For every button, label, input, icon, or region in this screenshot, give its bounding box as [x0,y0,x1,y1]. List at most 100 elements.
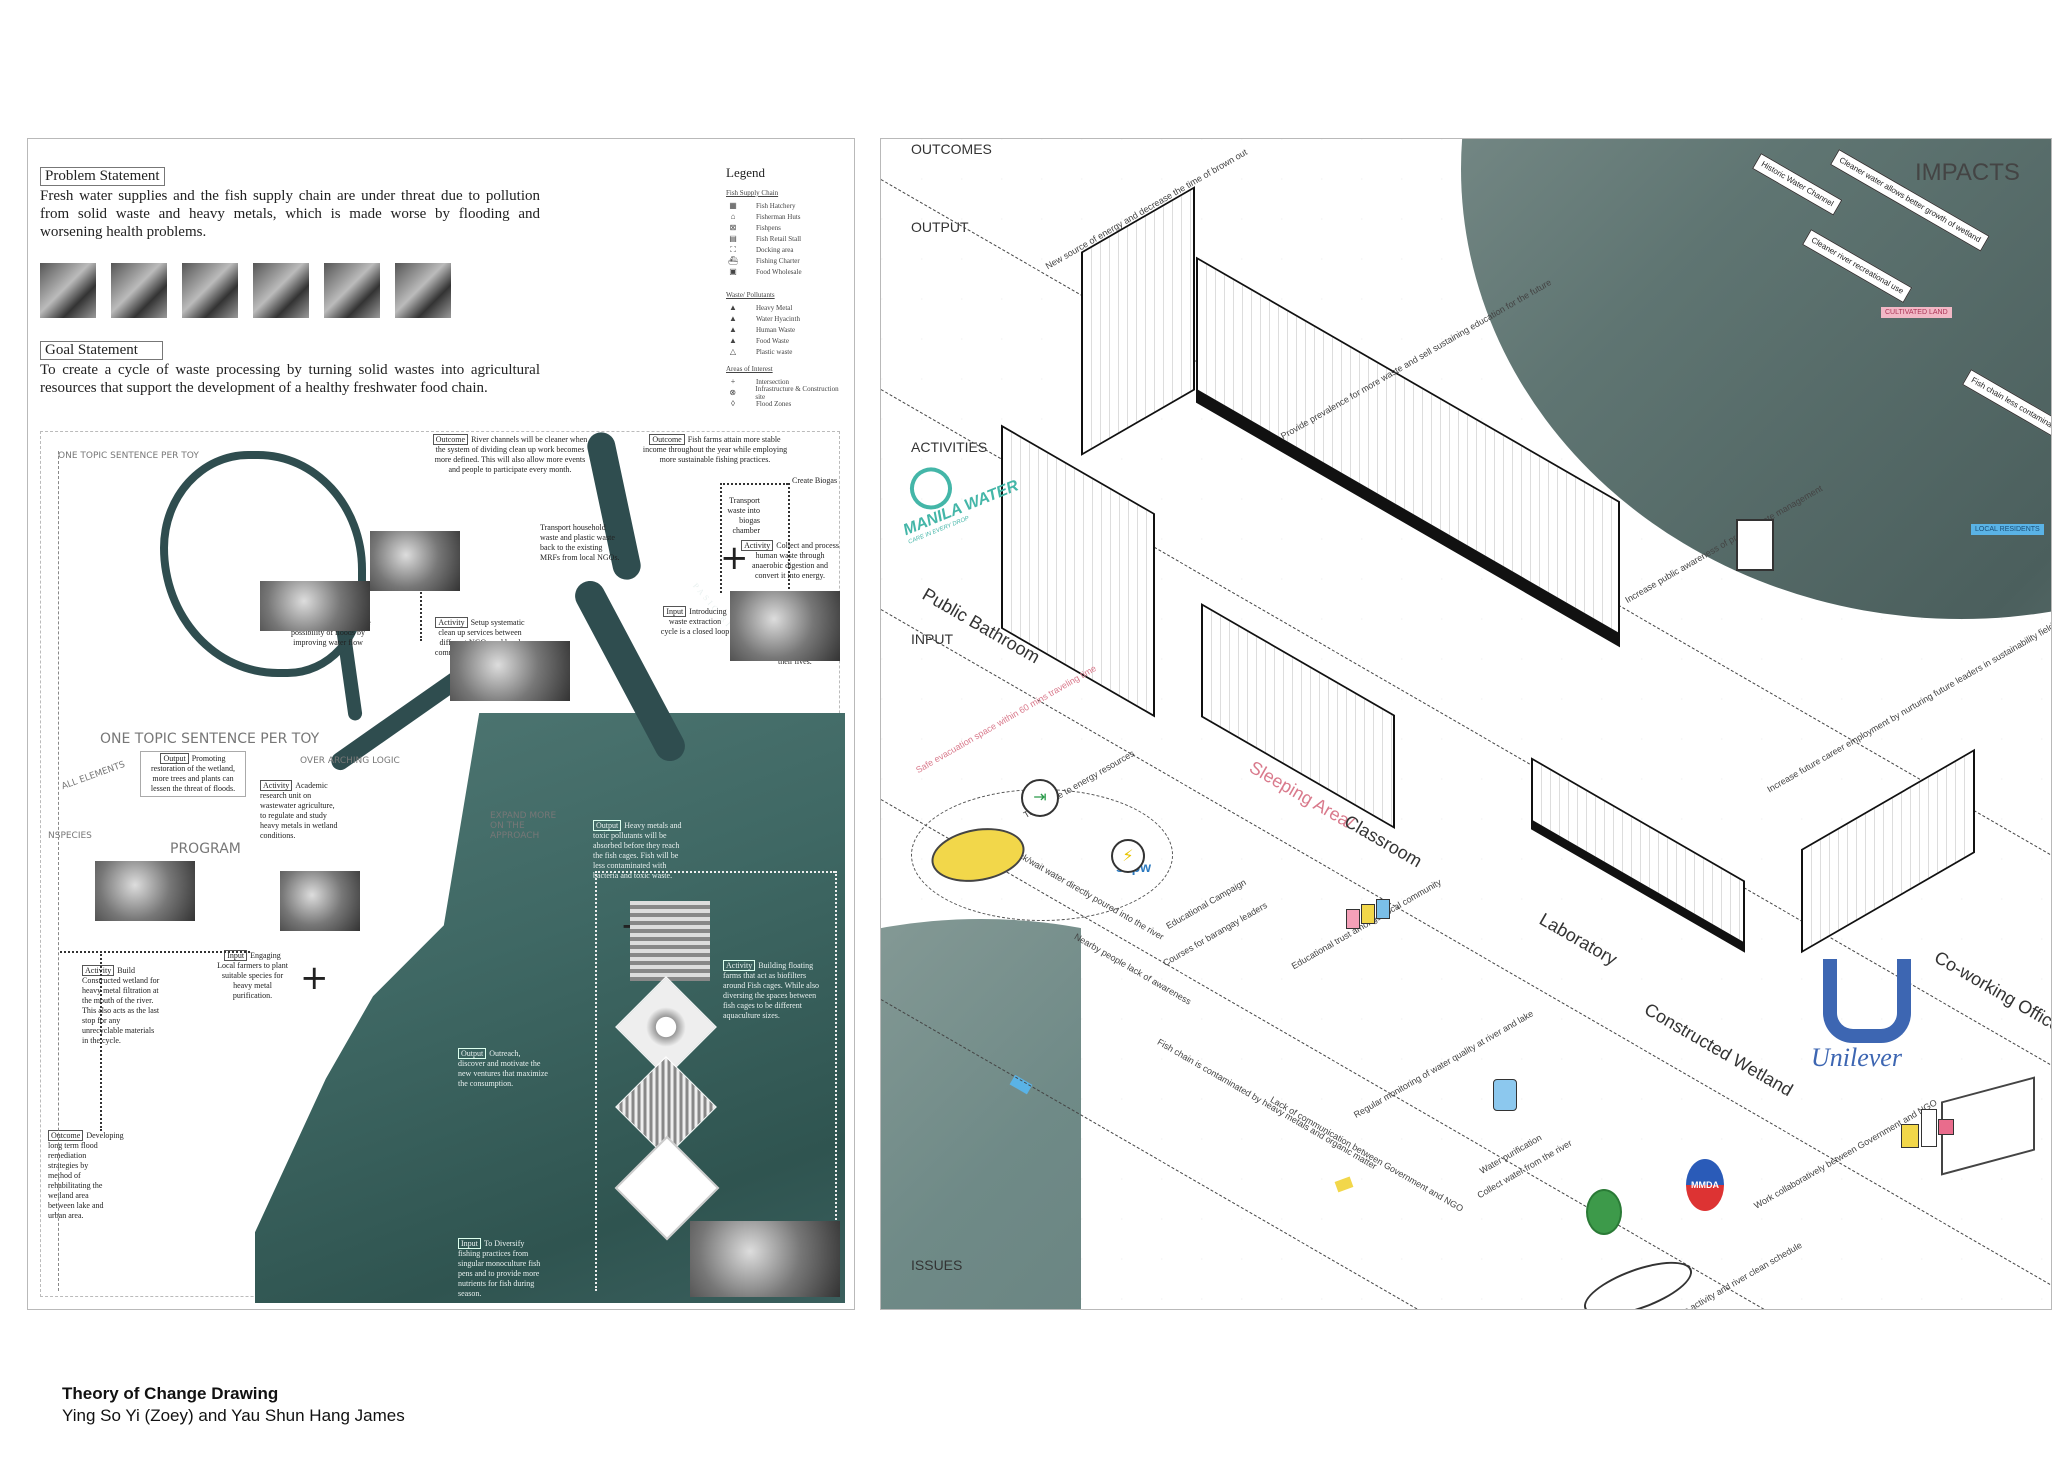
legend-section-waste: Waste/ Pollutants [726,291,775,299]
note-create-biogas: Create Biogas [792,476,838,485]
tier-activities: ACTIVITIES [911,439,988,455]
chart-bar-yellow-icon [1901,1124,1919,1148]
docking-area-icon: ⛶ [730,244,736,254]
legend-item: ◊Flood Zones [726,398,846,409]
tier-outcomes: OUTCOMES [911,141,992,157]
food-wholesale-icon: ▣ [729,267,737,276]
drawing-title: Theory of Change Drawing [62,1384,279,1403]
problem-statement-label: Problem Statement [40,167,165,186]
intersection-icon: + [730,377,736,386]
unilever-logo: Unilever [1811,959,1911,1073]
goal-statement-label: Goal Statement [40,341,163,360]
legend-item: △Plastic waste [726,346,846,357]
legend-item: ⛴Fishing Charter [727,256,800,265]
problem-statement-text: Fresh water supplies and the fish supply… [40,188,540,240]
problem-photos [40,263,451,318]
chart-bar-white-icon [1921,1109,1937,1147]
sketch-note-topic: ONE TOPIC SENTENCE PER TOY [100,731,320,747]
left-panel-site-map: Problem Statement Fresh water supplies a… [27,138,855,1310]
legend-section-fish: Fish Supply Chain [726,189,779,197]
photo-local-farmers [730,591,840,661]
legend: Legend Fish Supply Chain ▦Fish Hatchery … [726,165,846,409]
water-jug-icon [1493,1079,1517,1111]
photo-children-eating [324,263,380,318]
issues-satellite-map [881,919,1081,1309]
flood-zones-icon: ◊ [731,399,735,408]
fish-retail-stall-icon: ▤ [729,234,737,243]
legend-item: ▲Human Waste [726,324,846,335]
plastic-waste-icon: △ [729,347,737,356]
mmda-logo: MMDA [1686,1159,1724,1211]
fisherman-huts-icon: ⌂ [730,212,736,221]
sketch-note: NSPECIES [48,831,92,841]
legend-item: ▤Fish Retail Stall [726,233,846,244]
legend-section-areas: Areas of Interest [726,365,773,373]
photo-collectors [111,263,167,318]
tier-output: OUTPUT [911,219,969,235]
tier-issues: ISSUES [911,1257,963,1273]
human-waste-icon: ▲ [729,325,737,334]
impacts-title: IMPACTS [1915,159,2020,186]
recycle-bin-icon [1736,519,1774,571]
exit-sign-icon: ⇥ [1021,779,1059,817]
intersection-icon: + [300,958,329,998]
photo-waste [40,263,96,318]
legend-title: Legend [726,165,765,180]
water-hyacinth-icon: ▲ [729,314,737,323]
fishing-charter-icon: ⛴ [727,256,739,265]
photo-cleanup-workers [260,581,370,631]
photo-river-cleanup [450,641,570,701]
chart-cube-pink-icon [1938,1119,1954,1135]
unilever-u-icon [1823,959,1911,1043]
photo-fisherman [253,263,309,318]
legend-item: ▲Heavy Metal [726,302,846,313]
sketch-note: PROGRAM [170,841,241,857]
impact-tag-cultivated: CULTIVATED LAND [1881,307,1952,318]
note-transport-biogas: Transport waste into biogas chamber [727,496,760,535]
legend-item: ▣Food Wholesale [726,266,846,277]
food-waste-icon: ▲ [729,336,737,345]
photo-fishermen [690,1221,840,1297]
right-panel-theory-of-change: IMPACTS Historic Water Channel Cleaner w… [880,138,2052,1310]
legend-item: ⊠Fishpens [726,222,846,233]
note-transport-household: Transport household waste and plastic wa… [540,523,620,562]
fishpens-icon: ⊠ [729,223,737,232]
river-loop [160,451,366,677]
recycle-bin-blue-icon [1376,899,1390,919]
legend-item: ▦Fish Hatchery [726,200,846,211]
recycle-bin-pink-icon [1346,909,1360,929]
legend-item: ⛶Docking area [726,244,846,255]
infrastructure-icon: ⊗ [729,388,737,397]
photo-children [395,263,451,318]
fish-hatchery-icon: ▦ [729,201,737,210]
sketch-note: OVER ARCHING LOGIC [300,756,400,766]
photo-wetland-workers [95,861,195,921]
llda-logo [1586,1189,1622,1235]
sketch-note: ONE TOPIC SENTENCE PER TOY [58,451,199,461]
photo-waste-pile [370,531,460,591]
energy-sign-icon: ⚡ [1111,839,1145,873]
legend-item: +Intersection [726,376,846,387]
caption: Theory of Change Drawing Ying So Yi (Zoe… [62,1383,405,1427]
recycle-bin-yellow-icon [1361,904,1375,924]
floating-farm-sample [630,901,710,981]
legend-item: ▲Water Hyacinth [726,313,846,324]
impact-tag-local-residents: LOCAL RESIDENTS [1971,524,2044,535]
photo-fishing-boats [182,263,238,318]
sketch-note: EXPAND MORE ON THE APPROACH [490,811,557,841]
heavy-metal-icon: ▲ [729,303,737,312]
legend-item: ▲Food Waste [726,335,846,346]
